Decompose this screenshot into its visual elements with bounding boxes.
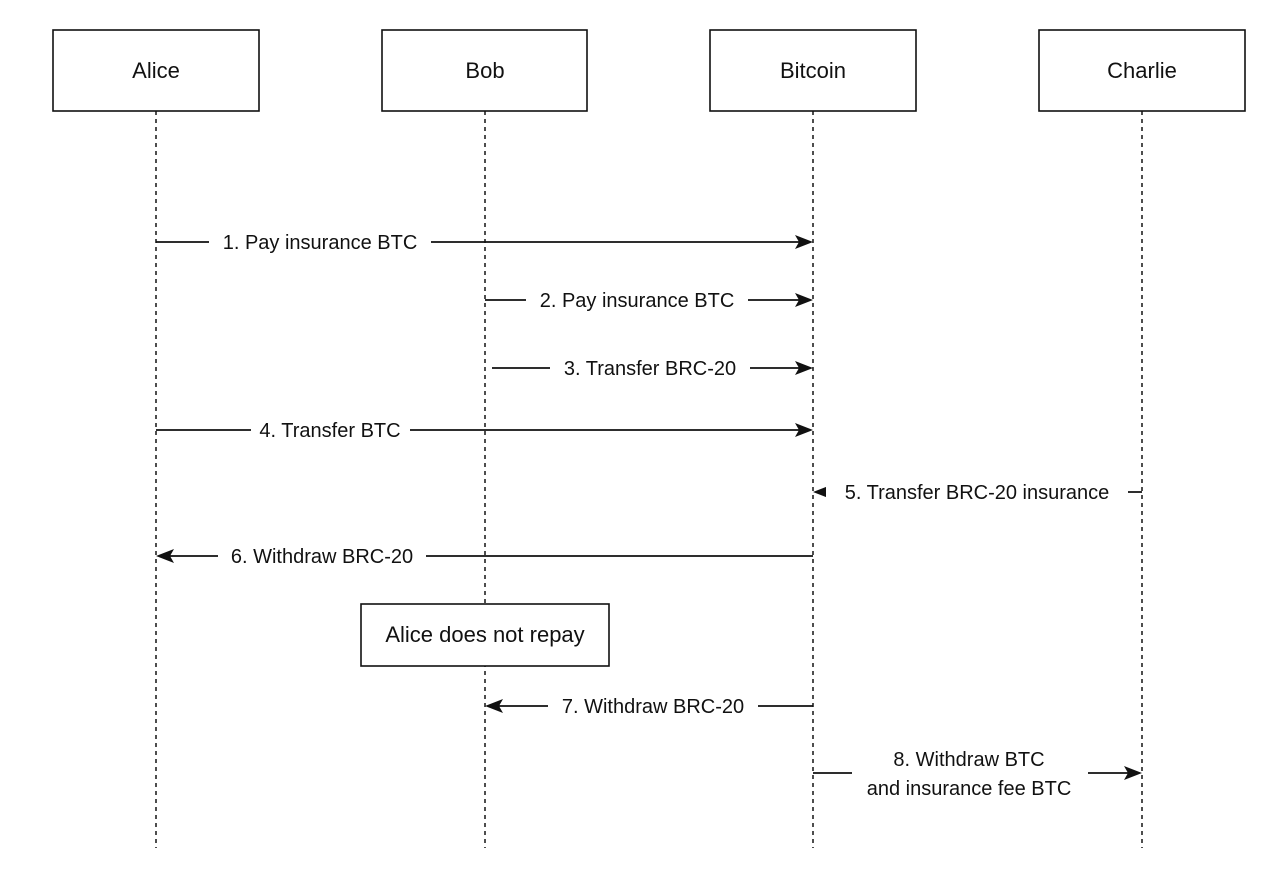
message-7-label: 7. Withdraw BRC-20: [562, 696, 744, 718]
message-5: 5. Transfer BRC-20 insurance: [813, 479, 1142, 505]
actor-box-bob: [381, 29, 588, 112]
actor-label-bob: Bob: [465, 58, 504, 83]
lifelines: [155, 111, 1143, 848]
message-5-label-bg: [826, 479, 1128, 505]
message-8: 8. Withdraw BTC and insurance fee BTC: [813, 743, 1142, 801]
note-alice-does-not-repay: Alice does not repay: [360, 603, 610, 667]
message-8-arrowhead: [1124, 766, 1142, 780]
message-5-label: 5. Transfer BRC-20 insurance: [845, 482, 1110, 504]
message-2-label: 2. Pay insurance BTC: [540, 290, 735, 312]
actor-label-bitcoin: Bitcoin: [780, 58, 846, 83]
message-3: 3. Transfer BRC-20: [492, 355, 813, 381]
message-4-arrowhead: [795, 423, 813, 437]
message-6-label-bg: [218, 543, 426, 569]
actor-label-charlie: Charlie: [1107, 58, 1177, 83]
actor-alice: Alice: [52, 29, 260, 112]
message-3-arrowhead: [795, 361, 813, 375]
message-7: 7. Withdraw BRC-20: [485, 693, 813, 719]
actor-charlie: Charlie: [1038, 29, 1246, 112]
message-7-label-bg: [548, 693, 758, 719]
note-label: Alice does not repay: [385, 622, 584, 647]
message-6-label: 6. Withdraw BRC-20: [231, 546, 413, 568]
actor-label-alice: Alice: [132, 58, 180, 83]
actor-bitcoin: Bitcoin: [709, 29, 917, 112]
actor-box-charlie: [1038, 29, 1246, 112]
message-1-arrowhead: [795, 235, 813, 249]
message-4: 4. Transfer BTC: [156, 417, 813, 443]
message-1-label: 1. Pay insurance BTC: [223, 232, 418, 254]
message-8-label-bg: [852, 743, 1088, 801]
message-4-label-bg: [251, 417, 410, 443]
message-6-arrowhead: [156, 549, 174, 563]
message-6: 6. Withdraw BRC-20: [156, 543, 813, 569]
note-box: [360, 603, 610, 667]
actor-bob: Bob: [381, 29, 588, 112]
actor-box-alice: [52, 29, 260, 112]
message-2-label-bg: [526, 287, 748, 313]
message-2: 2. Pay insurance BTC: [485, 287, 813, 313]
message-7-arrowhead: [485, 699, 503, 713]
message-8-label-line-1: 8. Withdraw BTC: [893, 749, 1044, 771]
message-2-arrowhead: [795, 293, 813, 307]
message-4-label: 4. Transfer BTC: [259, 420, 400, 442]
message-3-label: 3. Transfer BRC-20: [564, 358, 736, 380]
message-8-label-line-2: and insurance fee BTC: [867, 778, 1072, 800]
message-1: 1. Pay insurance BTC: [156, 229, 813, 255]
message-1-label-bg: [209, 229, 431, 255]
message-3-label-bg: [550, 355, 750, 381]
actor-box-bitcoin: [709, 29, 917, 112]
